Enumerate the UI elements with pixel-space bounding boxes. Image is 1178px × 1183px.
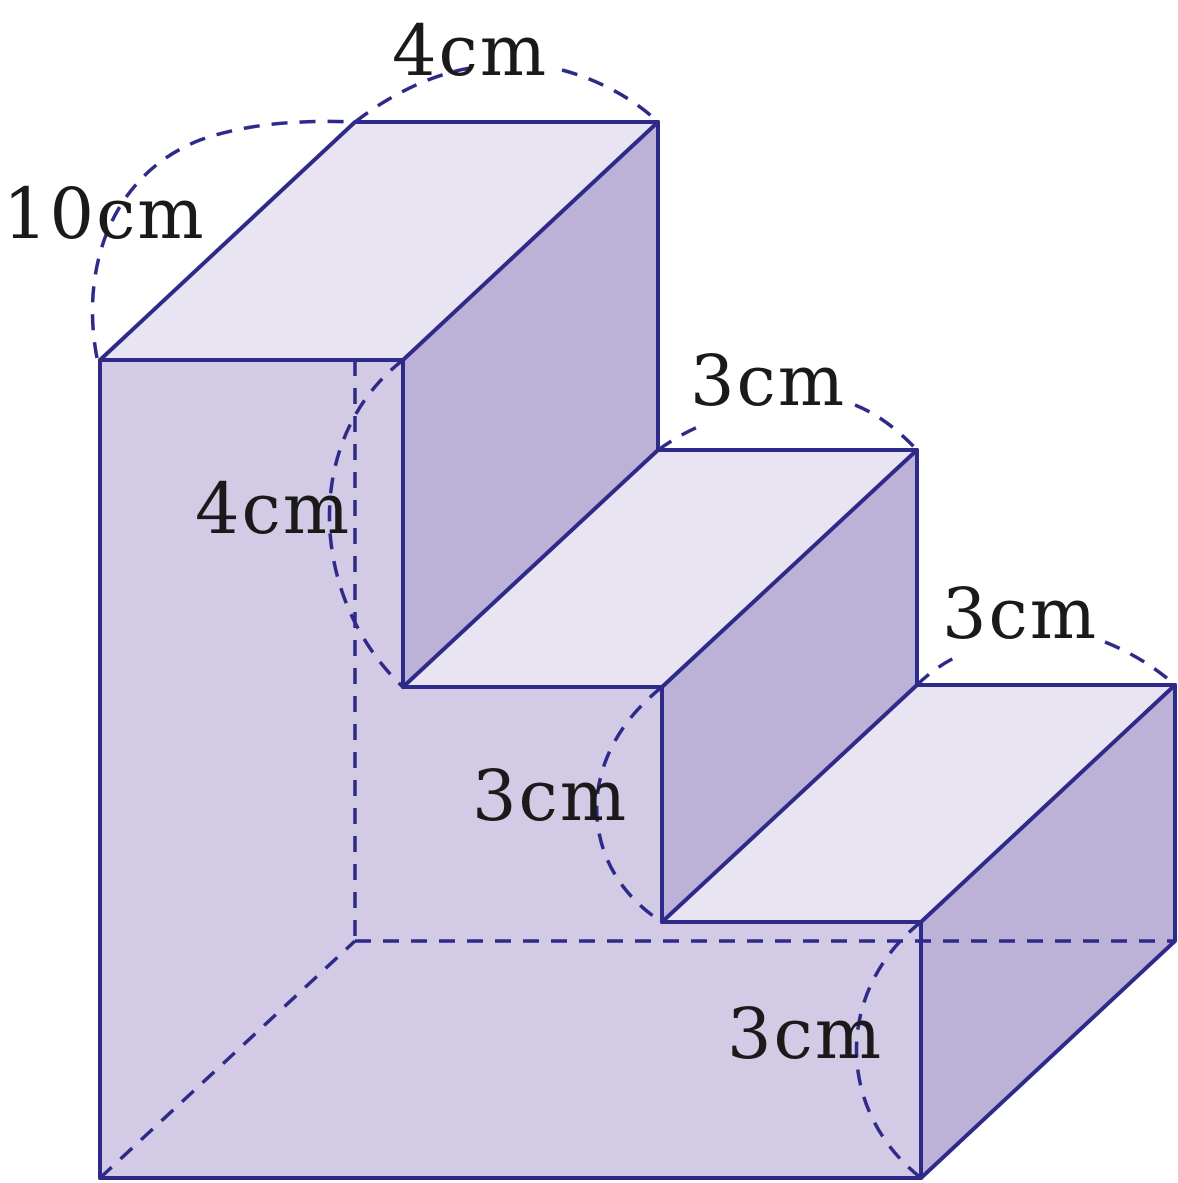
label-middle-step-width: 3cm: [690, 340, 846, 422]
top-face-upper-step: [100, 122, 658, 360]
top-face-lower-step: [662, 685, 1175, 922]
middle-height-arc: [594, 685, 664, 924]
front-face: [100, 360, 921, 1178]
bottom-height-arc: [854, 920, 923, 1180]
label-bottom-step-height: 3cm: [727, 993, 883, 1075]
label-bottom-step-width: 3cm: [942, 573, 1098, 655]
side-face-middle-step: [662, 450, 917, 922]
side-face-upper-step: [403, 122, 658, 687]
depth-arc: [90, 119, 356, 359]
hidden-edge-bottom-diagonal: [98, 939, 357, 1180]
lower-step-riser-edges: [919, 683, 1177, 1180]
top-height-arc: [327, 358, 405, 689]
top-face-middle-step: [403, 450, 917, 687]
label-top-step-width: 4cm: [392, 10, 548, 92]
bottom-width-arc: [915, 640, 1177, 687]
hidden-edges: [98, 360, 1175, 1180]
dimension-labels: 10cm 4cm 4cm 3cm 3cm 3cm 3cm: [3, 10, 1098, 1075]
top-width-arc: [353, 66, 660, 124]
label-depth: 10cm: [3, 173, 206, 255]
faces: [100, 122, 1175, 1178]
top-upper-back-edges: [98, 120, 660, 362]
middle-width-arc: [656, 403, 919, 452]
label-middle-step-height: 3cm: [472, 755, 628, 837]
dimension-arcs: [90, 66, 1177, 1180]
visible-edges: [98, 120, 1177, 1180]
side-face-lower-step: [921, 685, 1175, 1178]
label-top-step-height: 4cm: [195, 468, 351, 550]
